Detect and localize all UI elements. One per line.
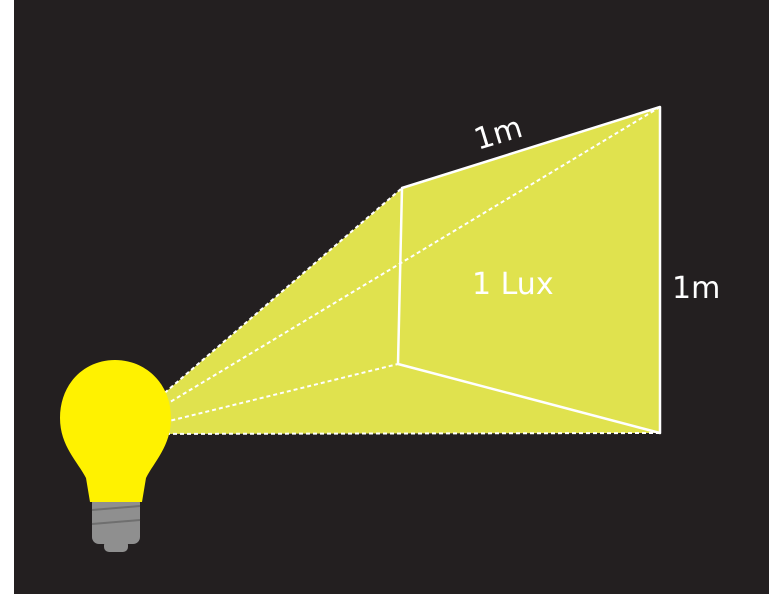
- ray-to-top-right: [116, 106, 661, 435]
- bulb-glass: [60, 360, 171, 502]
- bulb-base-thread: [91, 505, 141, 511]
- light-bulb-icon: [60, 360, 171, 552]
- area-label: 1 Lux: [472, 267, 554, 302]
- bulb-tip: [104, 540, 128, 552]
- bulb-base-thread: [91, 519, 141, 525]
- side-edge-label: 1m: [672, 271, 720, 306]
- illuminated-area-outline: [396, 105, 662, 435]
- ray-to-bottom-left: [116, 363, 399, 435]
